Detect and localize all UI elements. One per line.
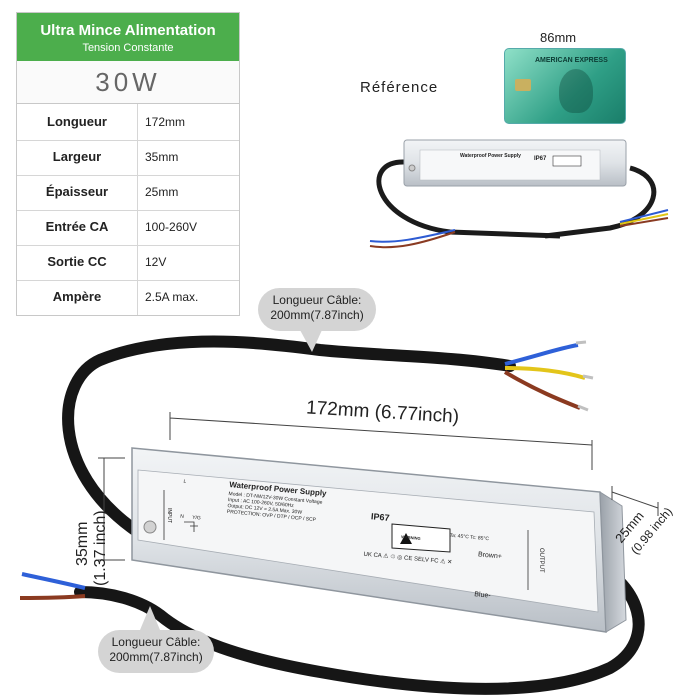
width-dimension-line	[98, 457, 125, 561]
spec-label: Longueur	[17, 104, 138, 140]
credit-card-image: AMERICAN EXPRESS	[504, 48, 626, 124]
length-dimension-line	[169, 412, 593, 470]
warning-box	[391, 523, 451, 553]
small-label-title: Waterproof Power Supply	[460, 153, 521, 159]
cable-length-label: Longueur Câble:	[272, 293, 362, 307]
spec-label: Ampère	[17, 279, 138, 315]
card-width-label: 86mm	[540, 30, 577, 45]
copper-tips	[575, 340, 594, 412]
mounting-screw-icon	[143, 520, 157, 534]
wire-blue	[21, 572, 86, 590]
bottom-cable	[74, 554, 645, 695]
wire-brown	[19, 594, 86, 600]
chip-icon	[515, 79, 531, 91]
small-ip-rating: IP67	[534, 156, 547, 162]
small-screw-icon	[408, 164, 416, 172]
spec-value: 12V	[145, 255, 167, 269]
big-label-panel	[137, 469, 599, 613]
width-dimension-inch: (1.37 inch)	[92, 510, 109, 586]
bubble-tail-bottom	[140, 606, 160, 630]
spec-value: 25mm	[145, 185, 179, 199]
small-power-supply	[369, 139, 669, 249]
cable-length-label: Longueur Câble:	[111, 635, 201, 649]
wire-blue	[504, 343, 579, 366]
ground-terminal-label: Y/G	[191, 514, 202, 522]
spec-header: Ultra Mince Alimentation Tension Constan…	[17, 13, 239, 61]
blue-wire-label: Blue-	[473, 591, 491, 600]
ip-rating: IP67	[370, 511, 390, 523]
l-terminal-label: L	[183, 478, 187, 486]
top-cable	[62, 335, 516, 536]
warning-icon	[400, 533, 412, 544]
wire-blue	[619, 209, 669, 223]
n-terminal-label: N	[179, 513, 185, 520]
spec-label: Largeur	[17, 139, 138, 175]
spec-row: Longueur 172mm	[17, 104, 239, 141]
spec-row: Ampère 2.5A max.	[17, 279, 239, 315]
spec-value: 35mm	[145, 150, 179, 164]
wire-yellow	[504, 366, 586, 380]
spec-subtitle: Tension Constante	[82, 42, 174, 54]
card-portrait	[559, 69, 593, 113]
spec-row: Sortie CC 12V	[17, 244, 239, 281]
spec-label: Entrée CA	[17, 209, 138, 245]
wire-brown	[503, 370, 581, 410]
wire-blue	[369, 229, 456, 243]
cable-length-bubble-top: Longueur Câble: 200mm(7.87inch)	[258, 288, 376, 331]
small-warning-box	[552, 155, 582, 167]
spec-title: Ultra Mince Alimentation	[40, 22, 216, 39]
input-side-label: INPUT	[166, 508, 172, 523]
wire-yellow	[619, 213, 669, 225]
output-side-label: OUTPUT	[538, 548, 544, 573]
depth-dimension-line	[611, 486, 659, 516]
big-case-end	[599, 491, 627, 633]
reference-label: Référence	[360, 79, 439, 96]
spec-value: 2.5A max.	[145, 290, 199, 304]
spec-label: Sortie CC	[17, 244, 138, 280]
cable-length-bubble-bottom: Longueur Câble: 200mm(7.87inch)	[98, 630, 214, 673]
cable-length-value: 200mm(7.87inch)	[109, 650, 203, 664]
wire-brown	[619, 217, 669, 227]
card-brand: AMERICAN EXPRESS	[535, 57, 608, 64]
width-dimension-mm: 35mm	[74, 521, 91, 566]
spec-row: Largeur 35mm	[17, 139, 239, 176]
spec-wattage: 30W	[17, 61, 239, 104]
spec-value: 100-260V	[145, 220, 198, 234]
small-cable-left	[376, 159, 561, 239]
spec-label: Épaisseur	[17, 174, 138, 210]
ground-symbol-icon	[184, 521, 198, 532]
bubble-tail-top	[300, 330, 322, 352]
cable-length-value: 200mm(7.87inch)	[270, 308, 364, 322]
spec-table: Ultra Mince Alimentation Tension Constan…	[16, 12, 240, 316]
spec-value: 172mm	[145, 115, 186, 129]
wire-brown	[369, 231, 456, 249]
spec-row: Entrée CA 100-260V	[17, 209, 239, 246]
spec-row: Épaisseur 25mm	[17, 174, 239, 211]
small-cable-right	[544, 165, 657, 239]
